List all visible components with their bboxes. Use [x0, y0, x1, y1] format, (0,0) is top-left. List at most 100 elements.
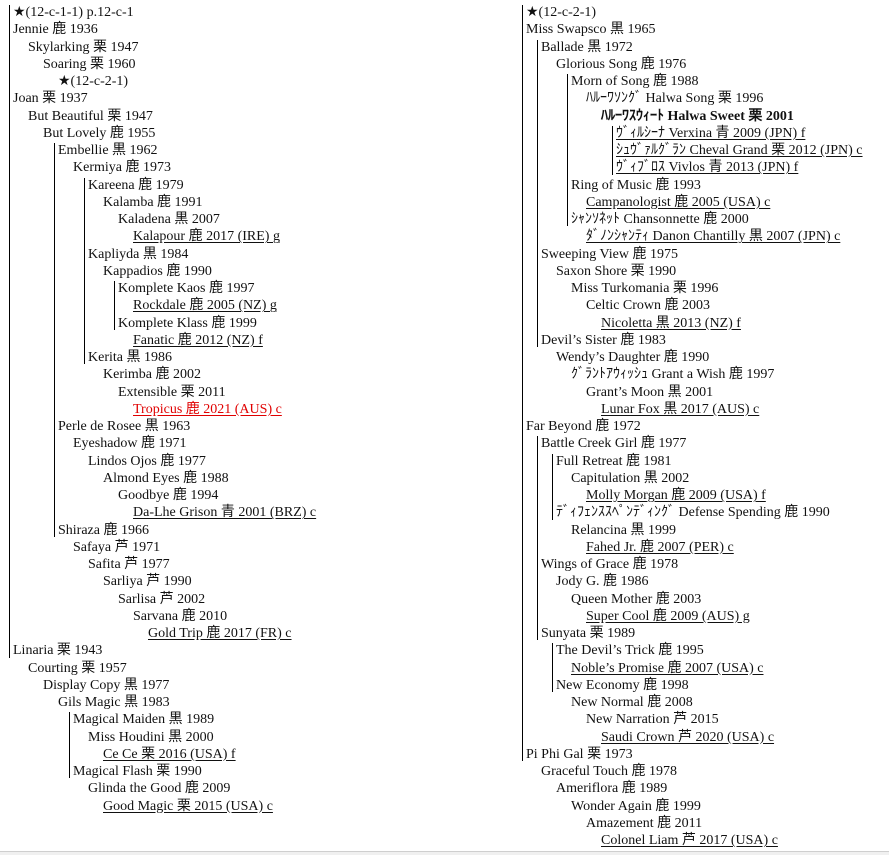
- pedigree-entry: Embellie 黒 1962: [58, 143, 158, 158]
- pedigree-entry: Kalamba 鹿 1991: [103, 194, 203, 210]
- descendant-entry: Gold Trip 鹿 2017 (FR) c: [148, 626, 292, 641]
- pedigree-entry: Kermiya 鹿 1973: [73, 160, 171, 176]
- pedigree-entry: Kareena 鹿 1979: [88, 177, 184, 193]
- pedigree-entry: Devil’s Sister 鹿 1983: [541, 332, 666, 348]
- pedigree-entry: Eyeshadow 鹿 1971: [73, 436, 187, 452]
- pedigree-entry: Ameriflora 鹿 1989: [556, 781, 668, 797]
- descendant-entry: ｳﾞｨﾌﾞﾛｽ Vivlos 青 2013 (JPN) f: [616, 160, 799, 176]
- pedigree-entry: Capitulation 黒 2002: [571, 470, 690, 486]
- pedigree-entry: Relancina 黒 1999: [571, 522, 676, 538]
- bottom-edge: [0, 852, 889, 855]
- cross-reference-entry: ★(12-c-1-1) p.12-c-1: [13, 5, 134, 20]
- pedigree-entry: Safaya 芦 1971: [73, 539, 161, 555]
- descendant-entry: Kalapour 鹿 2017 (IRE) g: [133, 229, 280, 245]
- pedigree-entry: Sarvana 鹿 2010: [133, 608, 228, 624]
- pedigree-entry: The Devil’s Trick 鹿 1995: [556, 643, 704, 659]
- descendant-entry: Good Magic 栗 2015 (USA) c: [103, 798, 273, 814]
- pedigree-bracket-line: [537, 39, 538, 347]
- pedigree-entry: Wendy’s Daughter 鹿 1990: [556, 350, 710, 365]
- pedigree-entry: Kappadios 鹿 1990: [103, 263, 212, 279]
- descendant-entry: Tropicus 鹿 2021 (AUS) c: [133, 401, 282, 417]
- pedigree-entry: Graceful Touch 鹿 1978: [541, 764, 678, 779]
- pedigree-entry: Safita 芦 1977: [88, 557, 170, 572]
- pedigree-entry: Morn of Song 鹿 1988: [571, 74, 699, 89]
- descendant-entry: Noble’s Promise 鹿 2007 (USA) c: [571, 660, 764, 676]
- pedigree-bracket-line: [552, 453, 553, 520]
- pedigree-entry: Shiraza 鹿 1966: [58, 522, 149, 538]
- descendant-entry: Lunar Fox 黒 2017 (AUS) c: [601, 401, 760, 417]
- pedigree-entry: Sweeping View 鹿 1975: [541, 246, 678, 262]
- pedigree-entry: ﾃﾞｨﾌｪﾝｽｽﾍﾟﾝﾃﾞｨﾝｸﾞ Defense Spending 鹿 199…: [556, 505, 830, 521]
- pedigree-entry: Battle Creek Girl 鹿 1977: [541, 436, 687, 452]
- pedigree-entry: Full Retreat 鹿 1981: [556, 453, 672, 469]
- pedigree-entry: Jennie 鹿 1936: [13, 22, 98, 38]
- pedigree-entry: Linaria 栗 1943: [13, 643, 103, 659]
- descendant-entry: Ce Ce 栗 2016 (USA) f: [103, 746, 236, 762]
- pedigree-entry: Sarlisa 芦 2002: [118, 591, 206, 607]
- pedigree-entry: Amazement 鹿 2011: [586, 815, 703, 831]
- pedigree-entry: Extensible 栗 2011: [118, 384, 226, 400]
- pedigree-entry: Glinda the Good 鹿 2009: [88, 781, 231, 797]
- pedigree-entry: New Normal 鹿 2008: [571, 695, 693, 710]
- pedigree-entry: ﾊﾙｰﾜｽｳｨｰﾄ Halwa Sweet 栗 2001: [601, 108, 794, 124]
- pedigree-entry: Grant’s Moon 黒 2001: [586, 384, 714, 400]
- pedigree-entry: Jody G. 鹿 1986: [556, 574, 649, 590]
- pedigree-entry: Sarliya 芦 1990: [103, 574, 192, 590]
- cross-reference-entry: ★(12-c-2-1): [526, 5, 597, 20]
- descendant-entry: Colonel Liam 芦 2017 (USA) c: [601, 833, 778, 848]
- pedigree-entry: Komplete Kaos 鹿 1997: [118, 281, 255, 296]
- pedigree-entry: ﾊﾙｰﾜｿﾝｸﾞ Halwa Song 栗 1996: [586, 91, 764, 107]
- pedigree-bracket-line: [9, 5, 10, 658]
- pedigree-entry: Soaring 栗 1960: [43, 56, 136, 72]
- pedigree-entry: Display Copy 黒 1977: [43, 677, 170, 693]
- descendant-entry: Nicoletta 黒 2013 (NZ) f: [601, 315, 741, 331]
- pedigree-entry: Courting 栗 1957: [28, 660, 127, 676]
- descendant-entry: Molly Morgan 鹿 2009 (USA) f: [586, 488, 766, 503]
- pedigree-bracket-line: [522, 5, 523, 761]
- pedigree-entry: Kerimba 鹿 2002: [103, 367, 201, 383]
- pedigree-entry: Kaladena 黒 2007: [118, 212, 220, 227]
- pedigree-entry: Kapliyda 黒 1984: [88, 246, 189, 262]
- pedigree-entry: Pi Phi Gal 栗 1973: [526, 746, 633, 762]
- pedigree-entry: Wonder Again 鹿 1999: [571, 798, 701, 814]
- pedigree-entry: Ballade 黒 1972: [541, 39, 633, 55]
- pedigree-bracket-line: [537, 436, 538, 641]
- pedigree-entry: Sunyata 栗 1989: [541, 626, 636, 641]
- pedigree-entry: Wings of Grace 鹿 1978: [541, 557, 679, 572]
- pedigree-entry: Glorious Song 鹿 1976: [556, 56, 687, 72]
- pedigree-entry: Komplete Klass 鹿 1999: [118, 315, 257, 331]
- pedigree-entry: Miss Turkomania 栗 1996: [571, 281, 719, 296]
- pedigree-entry: Far Beyond 鹿 1972: [526, 419, 641, 434]
- descendant-entry: Saudi Crown 芦 2020 (USA) c: [601, 729, 775, 745]
- pedigree-entry: Saxon Shore 栗 1990: [556, 263, 677, 279]
- pedigree-entry: New Narration 芦 2015: [586, 712, 719, 728]
- pedigree-entry: But Beautiful 栗 1947: [28, 108, 153, 124]
- pedigree-entry: Goodbye 鹿 1994: [118, 488, 219, 503]
- pedigree-entry: Miss Swapsco 黒 1965: [526, 22, 656, 38]
- pedigree-entry: Ring of Music 鹿 1993: [571, 177, 701, 193]
- pedigree-entry: But Lovely 鹿 1955: [43, 125, 156, 141]
- pedigree-entry: Miss Houdini 黒 2000: [88, 729, 214, 745]
- pedigree-entry: Almond Eyes 鹿 1988: [103, 470, 229, 486]
- pedigree-entry: Joan 栗 1937: [13, 91, 88, 107]
- descendant-entry: ﾀﾞﾉﾝｼｬﾝﾃｨ Danon Chantilly 黒 2007 (JPN) c: [586, 229, 841, 245]
- descendant-entry: Rockdale 鹿 2005 (NZ) g: [133, 298, 277, 314]
- pedigree-entry: Celtic Crown 鹿 2003: [586, 298, 711, 314]
- pedigree-bracket-line: [612, 125, 613, 175]
- pedigree-entry: ｼｬﾝｿﾈｯﾄ Chansonnette 鹿 2000: [571, 212, 749, 227]
- pedigree-entry: Magical Maiden 黒 1989: [73, 712, 215, 728]
- pedigree-entry: Gils Magic 黒 1983: [58, 695, 170, 710]
- descendant-entry: Da-Lhe Grison 青 2001 (BRZ) c: [133, 505, 317, 521]
- pedigree-entry: New Economy 鹿 1998: [556, 677, 689, 693]
- pedigree-bracket-line: [84, 177, 85, 365]
- pedigree-bracket-line: [69, 712, 70, 779]
- pedigree-entry: Kerita 黒 1986: [88, 350, 172, 365]
- pedigree-entry: Lindos Ojos 鹿 1977: [88, 453, 206, 469]
- descendant-entry: ｼｭｳﾞｧﾙｸﾞﾗﾝ Cheval Grand 栗 2012 (JPN) c: [616, 143, 863, 158]
- pedigree-entry: Magical Flash 栗 1990: [73, 764, 202, 779]
- pedigree-bracket-line: [552, 643, 553, 692]
- descendant-entry: Campanologist 鹿 2005 (USA) c: [586, 194, 771, 210]
- descendant-entry: Super Cool 鹿 2009 (AUS) g: [586, 608, 750, 624]
- pedigree-entry: ｸﾞﾗﾝﾄｱｳｨｯｼｭ Grant a Wish 鹿 1997: [571, 367, 775, 383]
- pedigree-entry: Perle de Rosee 黒 1963: [58, 419, 191, 434]
